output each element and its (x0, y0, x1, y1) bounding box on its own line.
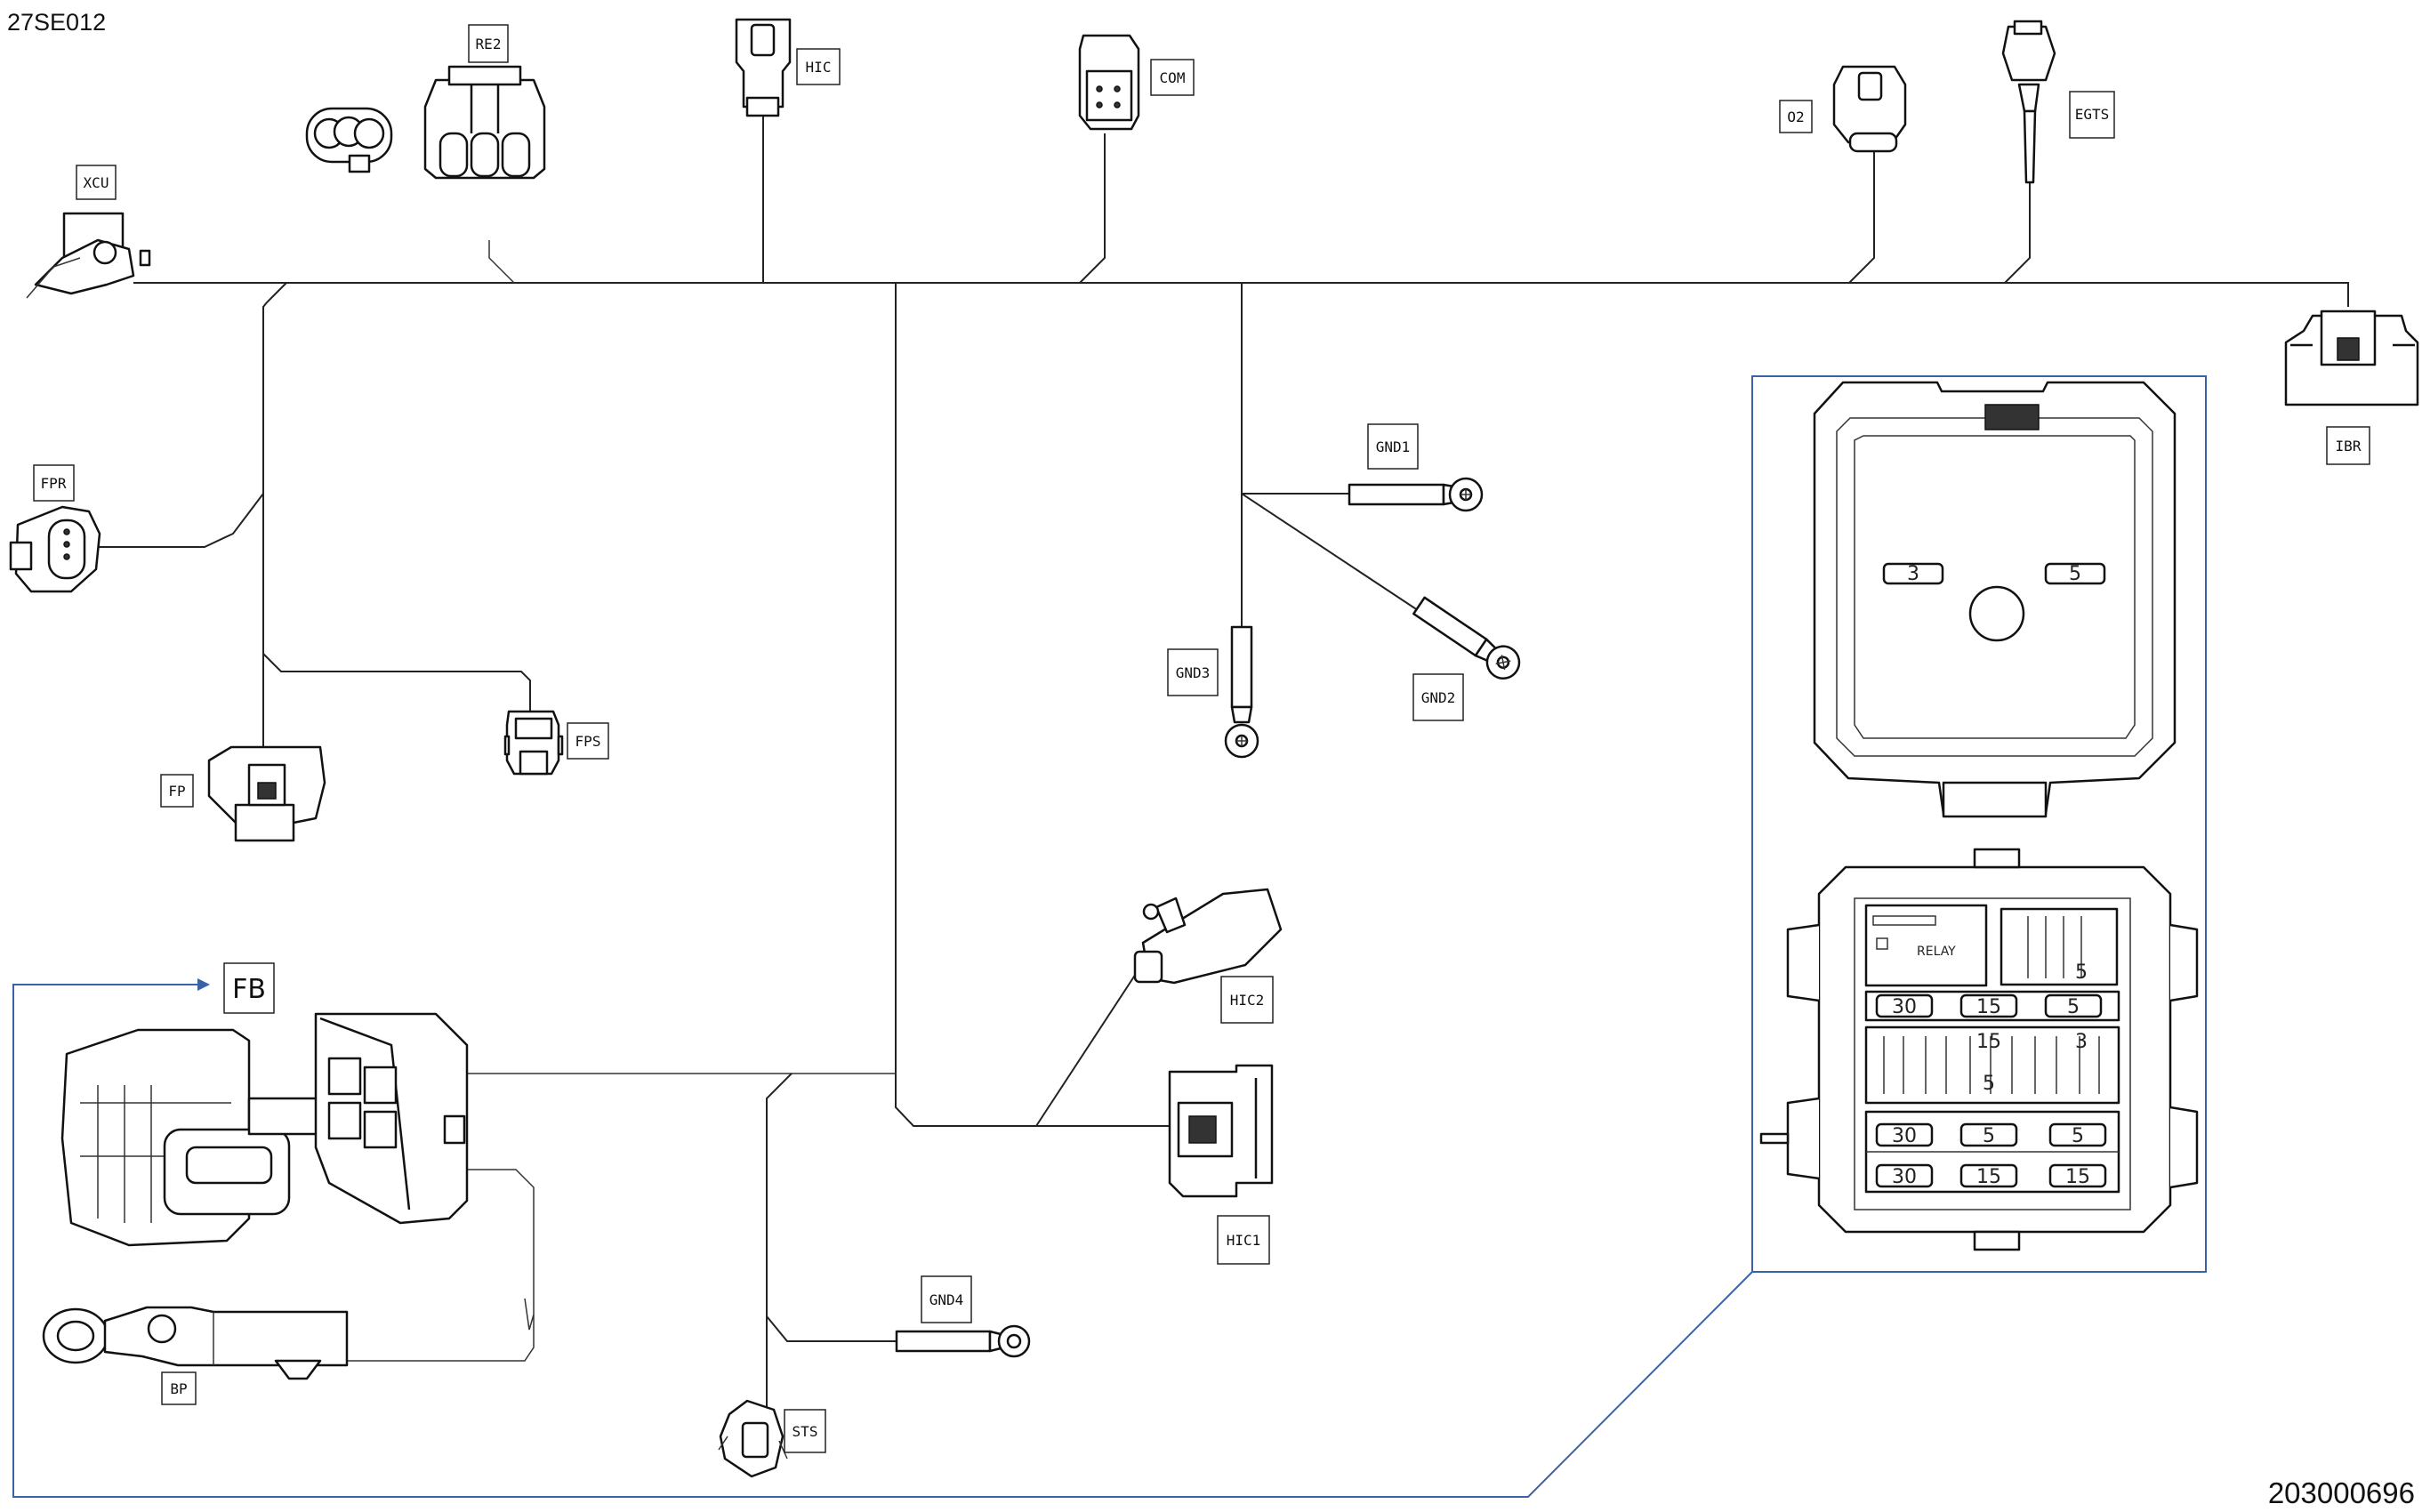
callout-hic2-text: HIC2 (1230, 992, 1265, 1009)
callout-com-text: COM (1160, 69, 1186, 86)
callout-gnd3: GND3 (1167, 648, 1219, 696)
callout-hic2: HIC2 (1220, 976, 1274, 1024)
fps-connector (503, 710, 564, 776)
fuse-label-12: 15 (1976, 1166, 2001, 1188)
egts-sensor (2001, 20, 2056, 184)
callout-egts: EGTS (2069, 91, 2115, 139)
gnd4-ring-terminal (895, 1324, 1031, 1358)
hic-connector (735, 18, 792, 117)
callout-bp: BP (161, 1371, 197, 1405)
callout-gnd2-text: GND2 (1421, 689, 1456, 706)
hic2-connector (1133, 888, 1283, 985)
callout-gnd3-text: GND3 (1176, 664, 1211, 681)
re2-connector (305, 65, 546, 180)
fuse-label-4: 5 (2067, 996, 2080, 1018)
fb-fusebox-assembly (60, 1012, 469, 1247)
gnd3-ring-terminal (1224, 625, 1259, 759)
detail-callout-frame (12, 375, 2207, 1498)
fuse-label-10: 5 (2072, 1125, 2084, 1147)
callout-fpr: FPR (33, 464, 75, 502)
callout-o2-text: O2 (1787, 109, 1804, 125)
callout-re2: RE2 (468, 24, 509, 63)
relay-label: RELAY (1917, 945, 1956, 959)
callout-fb-text: FB (232, 974, 266, 1005)
callout-sts-text: STS (793, 1423, 818, 1440)
fuse-label-13: 15 (2065, 1166, 2090, 1188)
fuse-label-6: 3 (2075, 1031, 2088, 1053)
callout-gnd4: GND4 (921, 1275, 972, 1323)
fuse-label-2: 30 (1892, 996, 1917, 1018)
o2-connector (1832, 65, 1907, 153)
fp-connector (207, 745, 326, 842)
callout-fp: FP (160, 774, 194, 808)
callout-hic1-text: HIC1 (1227, 1232, 1261, 1249)
fuse-label-3: 15 (1976, 996, 2001, 1018)
fuse-box-base: RELAY 5 30 15 5 15 3 5 30 5 5 30 15 15 (1759, 848, 2199, 1251)
gnd2-ring-terminal (1412, 596, 1521, 680)
fpr-connector (9, 505, 101, 593)
callout-com: COM (1150, 59, 1195, 96)
callout-o2: O2 (1779, 100, 1813, 133)
callout-gnd2: GND2 (1412, 673, 1464, 721)
callout-egts-text: EGTS (2075, 106, 2110, 123)
callout-fps: FPS (567, 722, 609, 760)
bp-battery-cable (42, 1306, 349, 1380)
fuse-label-8: 30 (1892, 1125, 1917, 1147)
callout-xcu-text: XCU (84, 174, 109, 191)
fuse-label-1: 5 (2075, 961, 2088, 984)
fuse-label-11: 30 (1892, 1166, 1917, 1188)
fuse-label-5: 15 (1976, 1031, 2001, 1053)
hic1-connector (1168, 1064, 1274, 1198)
gnd1-ring-terminal (1348, 477, 1484, 512)
sts-connector (718, 1399, 788, 1478)
callout-gnd1: GND1 (1367, 423, 1419, 470)
callout-hic1: HIC1 (1217, 1215, 1270, 1265)
callout-gnd1-text: GND1 (1376, 438, 1411, 455)
fuse-box-cover: 3 5 (1813, 381, 2177, 818)
ibr-connector (2284, 310, 2419, 406)
callout-fpr-text: FPR (41, 475, 67, 492)
callout-gnd4-text: GND4 (929, 1291, 964, 1308)
callout-bp-text: BP (170, 1380, 187, 1397)
com-connector (1078, 34, 1140, 131)
callout-ibr-text: IBR (2336, 438, 2362, 454)
document-code: 27SE012 (7, 9, 106, 36)
callout-fp-text: FP (168, 783, 185, 800)
cover-mark-5: 5 (2069, 563, 2081, 585)
callout-ibr: IBR (2326, 426, 2370, 465)
harness-trunk (98, 116, 2349, 1432)
reference-number: 203000696 (2268, 1476, 2415, 1509)
xcu-connector (26, 212, 151, 299)
callout-fb: FB (223, 962, 275, 1014)
callout-sts: STS (784, 1409, 826, 1453)
fuse-label-9: 5 (1983, 1125, 1995, 1147)
callout-fps-text: FPS (575, 733, 601, 750)
callout-hic-text: HIC (806, 59, 832, 76)
callout-re2-text: RE2 (476, 36, 502, 52)
cover-mark-3: 3 (1907, 563, 1919, 585)
callout-hic: HIC (796, 48, 841, 85)
callout-xcu: XCU (76, 165, 117, 200)
fuse-label-7: 5 (1983, 1073, 1995, 1095)
